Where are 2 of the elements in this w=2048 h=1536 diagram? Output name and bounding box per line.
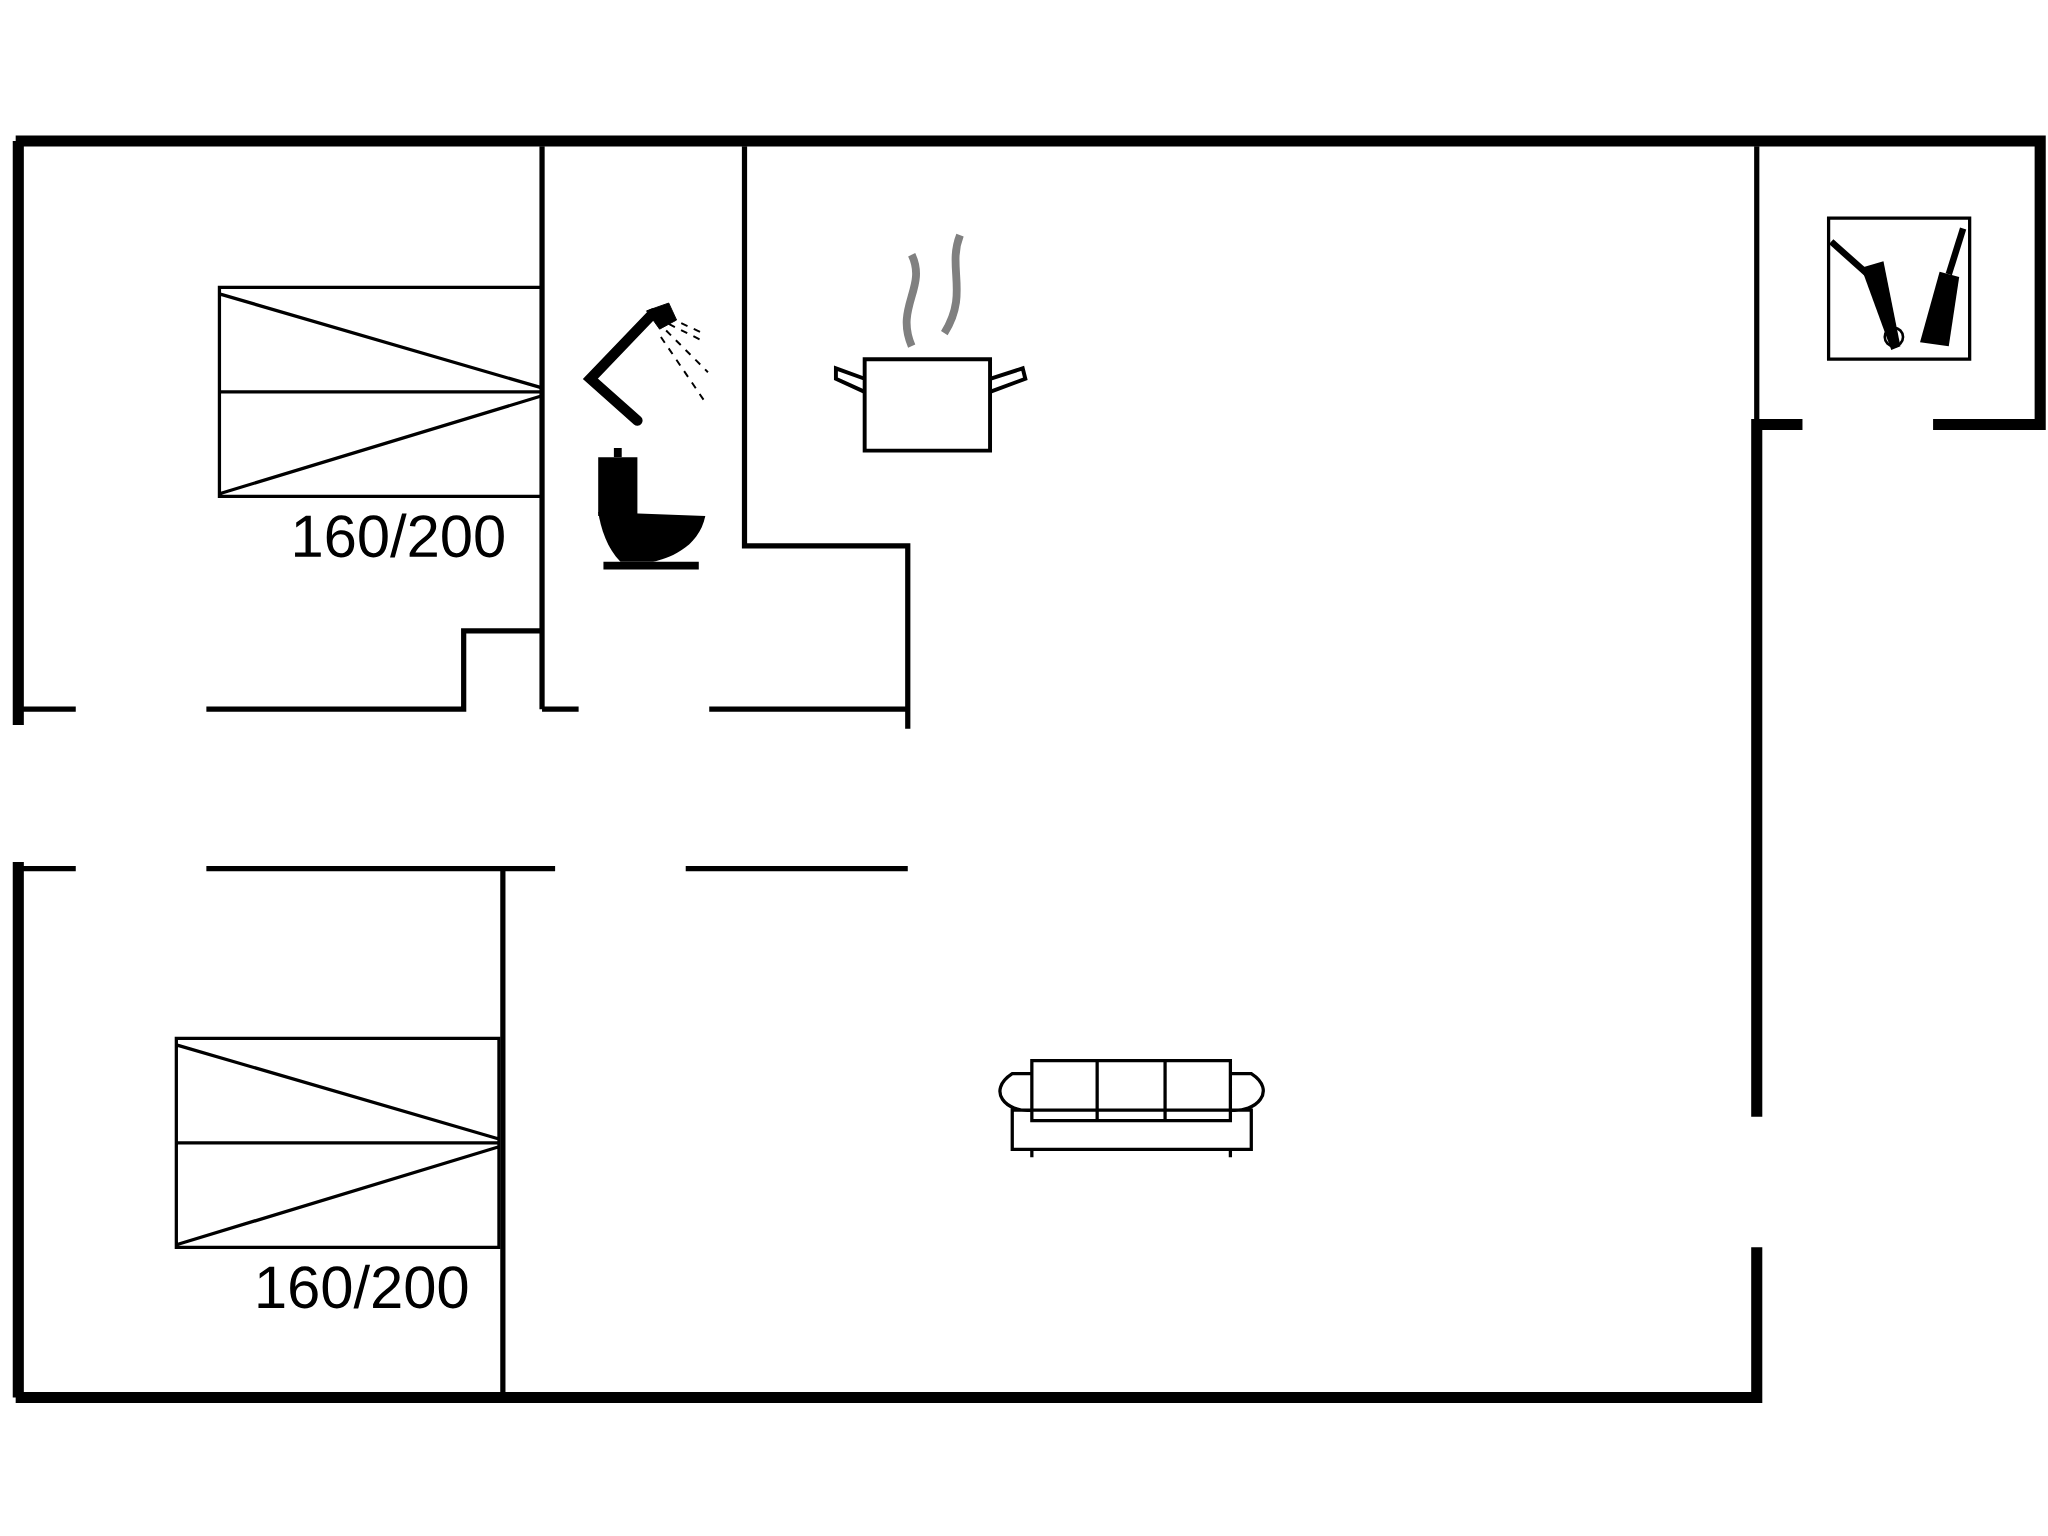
- bed-size-label: 160/200: [295, 513, 504, 558]
- bed-size-label: 160/200: [258, 1264, 468, 1309]
